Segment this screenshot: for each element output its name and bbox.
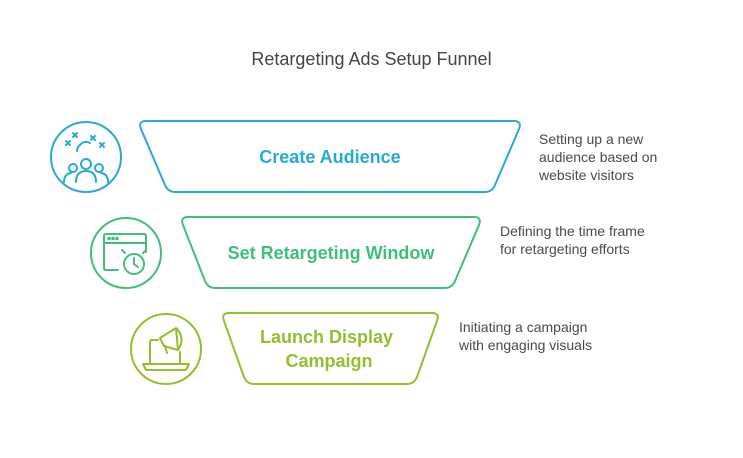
stage-description-launch-display-campaign: Initiating a campaign with engaging visu… [458, 319, 592, 353]
funnel-stage-create-audience: Create Audience Setting up a new audienc… [50, 120, 661, 193]
browser-clock-icon [90, 217, 162, 289]
funnel-stage-set-retargeting-window: Set Retargeting Window Defining the time… [90, 216, 649, 289]
diagram-title: Retargeting Ads Setup Funnel [251, 49, 492, 69]
funnel-band [181, 216, 481, 289]
funnel-stage-launch-display-campaign: Launch Display Campaign Initiating a cam… [130, 312, 592, 385]
stage-label-set-retargeting-window: Set Retargeting Window [228, 243, 436, 263]
stage-label-create-audience: Create Audience [259, 147, 400, 167]
funnel-band [222, 312, 439, 385]
stage-description-set-retargeting-window: Defining the time frame for retargeting … [500, 223, 649, 257]
stage-label-launch-display-campaign: Launch Display Campaign [260, 327, 398, 371]
stage-description-create-audience: Setting up a new audience based on websi… [538, 131, 661, 183]
audience-icon [50, 121, 122, 193]
laptop-megaphone-icon [130, 313, 202, 385]
funnel-band [139, 120, 521, 193]
